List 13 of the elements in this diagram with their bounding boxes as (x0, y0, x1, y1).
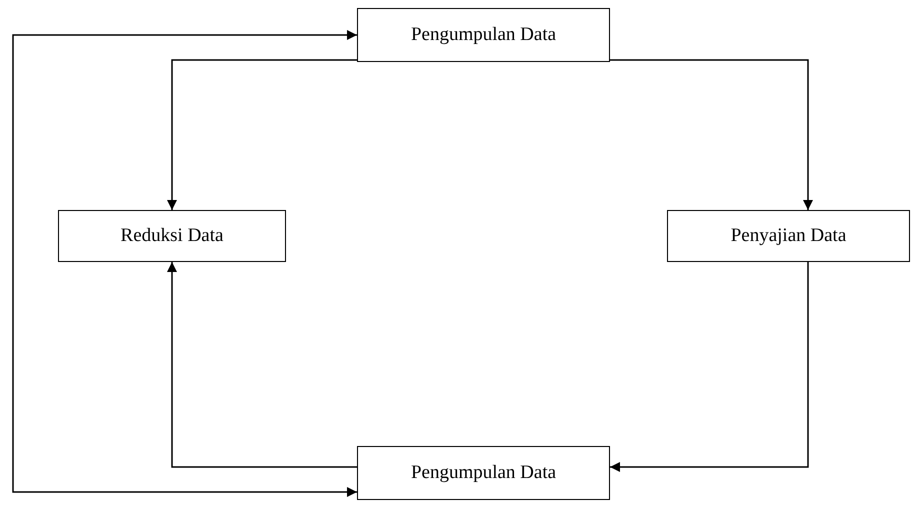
process-box (357, 446, 610, 500)
arrow (610, 59, 813, 210)
box-label: Pengumpulan Data (410, 460, 556, 485)
process-box (357, 8, 610, 62)
box-label: Reduksi Data (120, 224, 224, 248)
arrow (610, 262, 809, 472)
arrow (12, 30, 357, 497)
process-box (667, 210, 910, 262)
process-box (58, 210, 286, 262)
arrow (167, 59, 357, 210)
box-label: Pengumpulan Data (410, 22, 556, 47)
box-label: Penyajian Data (730, 224, 846, 248)
arrow (167, 262, 357, 468)
